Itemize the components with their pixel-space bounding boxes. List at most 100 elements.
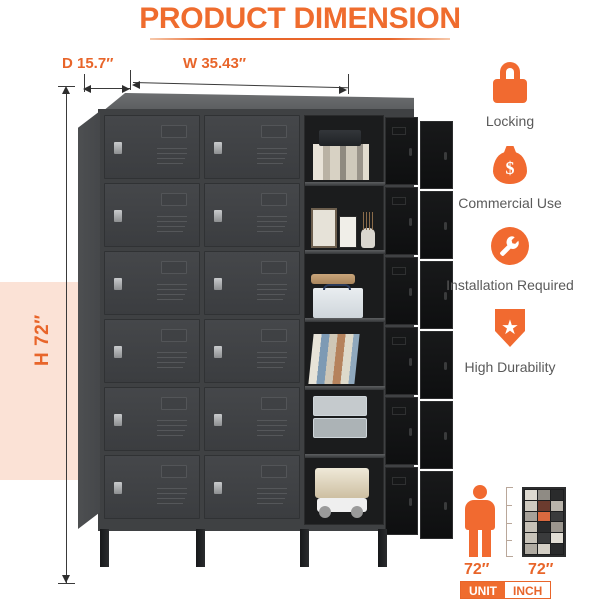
locker-door[interactable]: [104, 455, 200, 519]
handle-icon[interactable]: [444, 292, 447, 300]
wrench-icon: [488, 226, 532, 270]
open-door-panel[interactable]: [385, 257, 418, 325]
vent-slots-icon: [157, 284, 187, 304]
vent-slots-icon: [257, 284, 287, 304]
open-door-panel[interactable]: [385, 327, 418, 395]
open-door-panel[interactable]: [385, 117, 418, 185]
unit-tag-label: UNIT: [461, 582, 505, 598]
handle-icon[interactable]: [444, 432, 447, 440]
handle-icon[interactable]: [444, 152, 447, 160]
product-locker-cabinet: [78, 93, 453, 567]
height-dimension-label: H 72″: [32, 314, 53, 366]
width-dimension-line: [132, 82, 348, 89]
handle-icon[interactable]: [409, 428, 412, 436]
person-silhouette-icon: [460, 485, 500, 557]
vent-slots-icon: [257, 352, 287, 372]
handle-icon[interactable]: [409, 358, 412, 366]
title-block: PRODUCT DIMENSION: [0, 2, 600, 40]
latch-icon[interactable]: [114, 278, 122, 290]
card-holder-icon: [392, 337, 406, 345]
height-tick-bottom: [58, 583, 75, 584]
latch-icon[interactable]: [214, 482, 222, 494]
handle-icon[interactable]: [409, 288, 412, 296]
latch-icon[interactable]: [114, 210, 122, 222]
money-bag-icon: $: [488, 144, 532, 188]
latch-icon[interactable]: [214, 346, 222, 358]
locker-door[interactable]: [204, 183, 300, 247]
feature-item-locking: Locking: [420, 62, 600, 130]
title-underline: [150, 38, 450, 40]
card-holder-icon: [392, 477, 406, 485]
card-holder-icon: [261, 125, 287, 138]
handle-icon[interactable]: [444, 222, 447, 230]
handle-icon[interactable]: [444, 502, 447, 510]
card-holder-icon: [161, 193, 187, 206]
open-door-panel[interactable]: [420, 331, 453, 399]
locker-door[interactable]: [204, 251, 300, 315]
card-holder-icon: [161, 329, 187, 342]
open-door-panel[interactable]: [385, 467, 418, 535]
page-title: PRODUCT DIMENSION: [139, 2, 461, 35]
vent-slots-icon: [257, 420, 287, 440]
feature-label: Locking: [485, 113, 535, 129]
latch-icon[interactable]: [114, 414, 122, 426]
cabinet-side-panel: [78, 111, 100, 529]
locker-door[interactable]: [204, 455, 300, 519]
vent-slots-icon: [157, 488, 187, 508]
shelf-item-storage-bin: [313, 288, 363, 318]
latch-icon[interactable]: [114, 346, 122, 358]
width-arrow-right-icon: [339, 86, 347, 94]
card-holder-icon: [392, 407, 406, 415]
vent-slots-icon: [157, 148, 187, 168]
card-holder-icon: [261, 193, 287, 206]
vent-slots-icon: [157, 216, 187, 236]
shelf-item-toy-cart-wheel-right: [351, 506, 363, 518]
latch-icon[interactable]: [214, 414, 222, 426]
locker-door[interactable]: [204, 115, 300, 179]
open-door-panel[interactable]: [420, 191, 453, 259]
handle-icon[interactable]: [444, 362, 447, 370]
open-door-panel[interactable]: [420, 121, 453, 189]
handle-icon[interactable]: [409, 148, 412, 156]
cabinet-leg: [378, 529, 387, 567]
locker-door[interactable]: [104, 183, 200, 247]
shelf: [305, 386, 385, 390]
shelf: [305, 182, 385, 186]
locker-door[interactable]: [104, 319, 200, 383]
shelf-item-clear-box-bottom: [313, 418, 367, 438]
door-column-middle: [204, 115, 300, 525]
height-highlight-band: [0, 282, 86, 480]
door-column-right-open: [384, 107, 454, 539]
product-height-value: 72″: [528, 561, 554, 578]
cabinet-leg: [100, 529, 109, 567]
person-height-value: 72″: [464, 561, 490, 578]
handle-icon[interactable]: [409, 218, 412, 226]
shield-star-icon: ★: [488, 308, 532, 352]
open-compartment-column: [304, 115, 385, 525]
locker-door[interactable]: [204, 387, 300, 451]
height-arrow-bottom-icon: [62, 575, 70, 583]
locker-door[interactable]: [204, 319, 300, 383]
height-ruler: [506, 487, 513, 557]
latch-icon[interactable]: [214, 278, 222, 290]
open-door-panel[interactable]: [420, 261, 453, 329]
card-holder-icon: [261, 329, 287, 342]
height-dimension-line: [66, 88, 67, 583]
latch-icon[interactable]: [114, 482, 122, 494]
handle-icon[interactable]: [409, 498, 412, 506]
open-door-panel[interactable]: [385, 187, 418, 255]
open-door-panel[interactable]: [420, 471, 453, 539]
card-holder-icon: [161, 397, 187, 410]
latch-icon[interactable]: [214, 210, 222, 222]
locker-door[interactable]: [104, 251, 200, 315]
unit-badge: UNIT INCH: [460, 581, 552, 599]
inch-tag-label: INCH: [505, 582, 551, 598]
locker-door[interactable]: [104, 387, 200, 451]
open-door-panel[interactable]: [420, 401, 453, 469]
shelf-item-toy-cart-load: [315, 468, 369, 498]
locker-door[interactable]: [104, 115, 200, 179]
open-door-panel[interactable]: [385, 397, 418, 465]
card-holder-icon: [161, 125, 187, 138]
latch-icon[interactable]: [114, 142, 122, 154]
latch-icon[interactable]: [214, 142, 222, 154]
